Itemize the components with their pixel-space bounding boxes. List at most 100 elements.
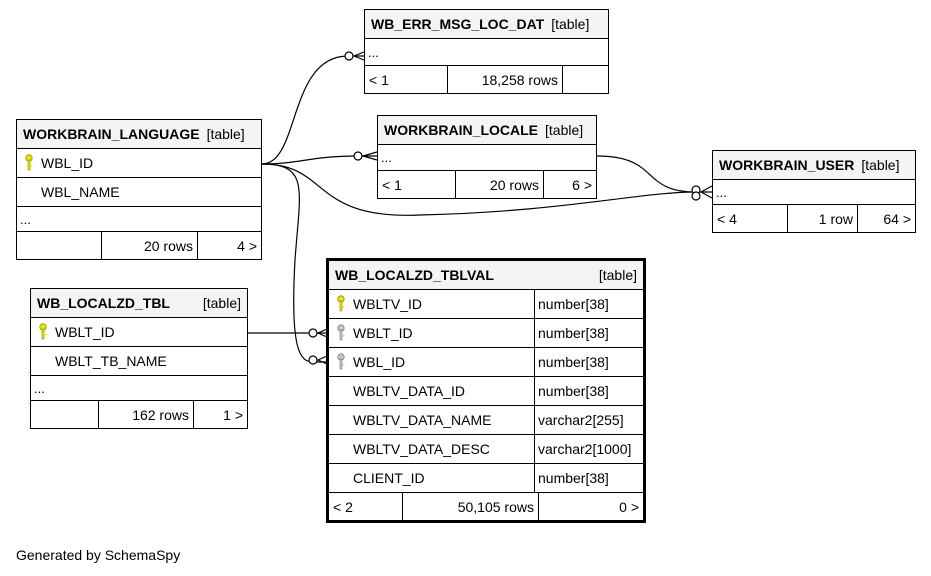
row-count: 20 rows: [102, 232, 198, 259]
ellipsis-row: ...: [713, 180, 915, 205]
ellipsis-text: ...: [381, 150, 392, 165]
column-row: WBL_NAME: [17, 178, 261, 207]
column-name: WBLTV_DATA_NAME: [353, 412, 492, 428]
table-footer: < 1 20 rows 6 >: [378, 171, 596, 198]
row-count: 20 rows: [456, 171, 544, 198]
foreign-key-icon: [329, 324, 353, 342]
row-count: 18,258 rows: [448, 66, 563, 93]
column-type: number[38]: [538, 383, 609, 399]
table-header: WB_LOCALZD_TBLVAL [table]: [329, 261, 643, 290]
primary-key-icon: [329, 295, 353, 313]
column-name: CLIENT_ID: [353, 470, 425, 486]
column-row: WBL_ID number[38]: [329, 348, 643, 377]
row-count: 50,105 rows: [403, 493, 539, 520]
column-row: WBLT_ID number[38]: [329, 319, 643, 348]
child-count[interactable]: 1 >: [223, 406, 243, 423]
child-count[interactable]: 0 >: [619, 498, 639, 515]
ellipsis-row: ...: [31, 376, 247, 401]
table-type: [table]: [551, 16, 590, 32]
crowfoot-err-msg: [352, 51, 365, 61]
column-type: varchar2[255]: [538, 412, 624, 428]
parent-count[interactable]: < 4: [713, 205, 788, 232]
column-name: WBL_ID: [353, 354, 406, 370]
row-count: 162 rows: [99, 401, 194, 428]
table-header: WB_LOCALZD_TBL [table]: [31, 289, 247, 318]
parent-count[interactable]: < 1: [378, 171, 456, 198]
table-type: [table]: [598, 267, 637, 283]
table-header: WORKBRAIN_USER [table]: [713, 151, 915, 180]
column-name: WBLT_ID: [353, 325, 413, 341]
table-type: [table]: [545, 122, 584, 138]
relation-language-tblval: [261, 163, 327, 363]
parent-count[interactable]: [31, 401, 99, 428]
table-name: WB_LOCALZD_TBL: [37, 295, 170, 311]
crowfoot-circle-locale: [353, 151, 363, 161]
column-name: WBLTV_DATA_DESC: [353, 441, 490, 457]
table-header: WORKBRAIN_LANGUAGE [table]: [17, 120, 261, 149]
table-footer: < 2 50,105 rows 0 >: [329, 493, 643, 520]
crowfoot-circle-err-msg: [344, 51, 354, 61]
child-count[interactable]: 4 >: [237, 237, 257, 254]
column-row: WBL_ID: [17, 149, 261, 178]
relation-locale-user: [596, 155, 697, 193]
relation-language-user: [261, 163, 712, 216]
column-row: WBLT_TB_NAME: [31, 347, 247, 376]
table-name: WB_LOCALZD_TBLVAL: [335, 267, 494, 283]
relation-language-err-msg: [261, 55, 364, 165]
child-count[interactable]: 6 >: [572, 176, 592, 193]
column-name: WBLTV_DATA_ID: [353, 383, 466, 399]
table-type: [table]: [206, 126, 245, 142]
child-count[interactable]: 64 >: [883, 210, 911, 227]
column-name: WBLT_TB_NAME: [55, 353, 167, 369]
table-name: WORKBRAIN_LANGUAGE: [23, 126, 200, 142]
parent-count[interactable]: < 2: [329, 493, 403, 520]
crowfoot-tblval-a: [316, 328, 328, 338]
column-name: WBLTV_ID: [353, 296, 422, 312]
column-name: WBLT_ID: [55, 324, 115, 340]
column-row: CLIENT_ID number[38]: [329, 464, 643, 493]
ellipsis-row: ...: [17, 207, 261, 232]
table-workbrain-user[interactable]: WORKBRAIN_USER [table] ... < 4 1 row 64 …: [712, 150, 916, 233]
primary-key-icon: [31, 323, 55, 341]
table-workbrain-locale[interactable]: WORKBRAIN_LOCALE [table] ... < 1 20 rows…: [377, 115, 597, 199]
table-name: WB_ERR_MSG_LOC_DAT: [371, 16, 545, 32]
table-header: WORKBRAIN_LOCALE [table]: [378, 116, 596, 145]
column-type: number[38]: [538, 354, 609, 370]
table-wb-err-msg-loc-dat[interactable]: WB_ERR_MSG_LOC_DAT [table] ... < 1 18,25…: [364, 9, 609, 94]
parent-count[interactable]: < 1: [365, 66, 448, 93]
crowfoot-circle-tblval-a: [308, 328, 318, 338]
generated-by-note: Generated by SchemaSpy: [16, 547, 181, 563]
crowfoot-tblval-b: [316, 355, 328, 365]
parent-count[interactable]: [17, 232, 102, 259]
child-count[interactable]: [563, 66, 608, 93]
table-wb-localzd-tblval[interactable]: WB_LOCALZD_TBLVAL [table] WBLTV_ID numbe…: [326, 258, 646, 523]
table-header: WB_ERR_MSG_LOC_DAT [table]: [365, 10, 608, 39]
ellipsis-text: ...: [20, 211, 31, 227]
crowfoot-user: [699, 185, 713, 199]
column-row: WBLT_ID: [31, 318, 247, 347]
crowfoot-circle-tblval-b: [308, 355, 318, 365]
table-name: WORKBRAIN_USER: [719, 157, 855, 173]
ellipsis-row: ...: [365, 39, 608, 66]
crowfoot-locale: [360, 151, 378, 161]
column-name: WBL_ID: [41, 155, 94, 171]
column-row: WBLTV_DATA_NAME varchar2[255]: [329, 406, 643, 435]
table-footer: < 4 1 row 64 >: [713, 205, 915, 232]
column-row: WBLTV_DATA_DESC varchar2[1000]: [329, 435, 643, 464]
primary-key-icon: [17, 154, 41, 172]
ellipsis-text: ...: [368, 44, 379, 60]
column-type: varchar2[1000]: [538, 441, 632, 457]
ellipsis-text: ...: [34, 380, 45, 396]
ellipsis-row: ...: [378, 145, 596, 171]
table-wb-localzd-tbl[interactable]: WB_LOCALZD_TBL [table] WBLT_ID WBLT_TB_N…: [30, 288, 248, 429]
column-type: number[38]: [538, 296, 609, 312]
crowfoot-circle-user-b: [691, 191, 701, 201]
table-workbrain-language[interactable]: WORKBRAIN_LANGUAGE [table] WBL_ID WBL_NA…: [16, 119, 262, 260]
table-name: WORKBRAIN_LOCALE: [384, 122, 538, 138]
foreign-key-icon: [329, 353, 353, 371]
column-type: number[38]: [538, 325, 609, 341]
column-type: number[38]: [538, 470, 609, 486]
column-name: WBL_NAME: [41, 184, 120, 200]
row-count: 1 row: [788, 205, 858, 232]
